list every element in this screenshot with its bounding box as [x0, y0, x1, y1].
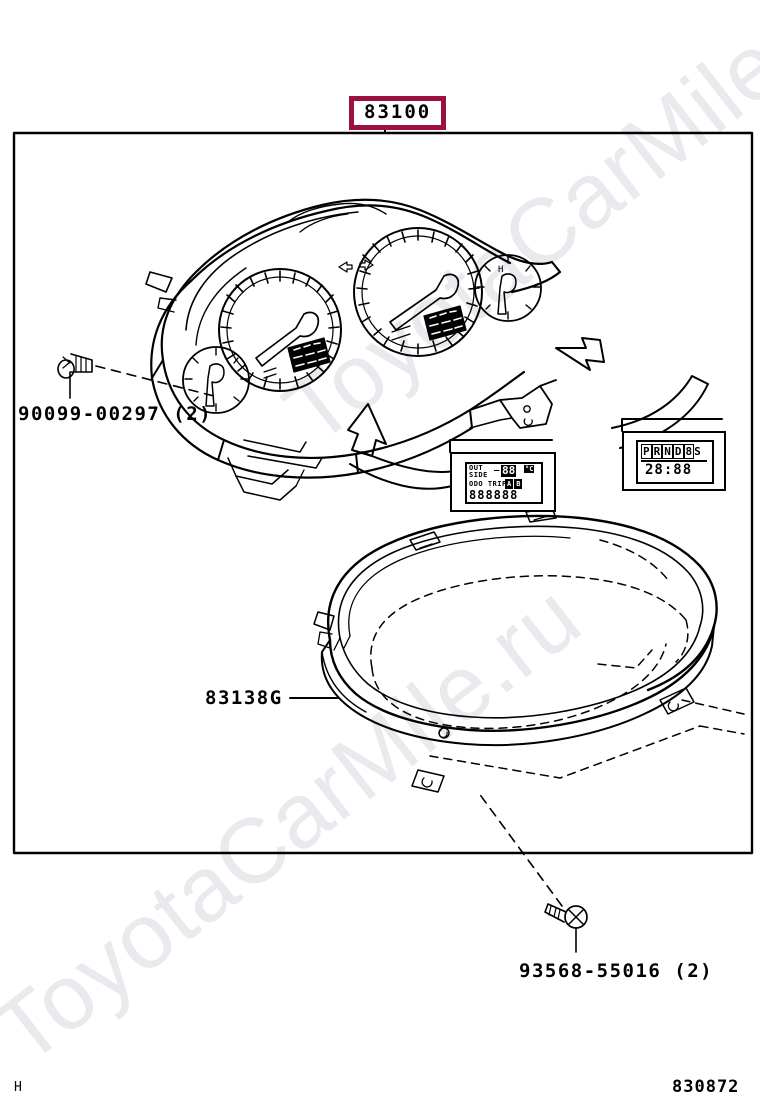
tachometer-gauge [353, 227, 483, 357]
lcd-label-trip: TRIP [487, 480, 507, 488]
lcd-label-side: SIDE [469, 471, 488, 479]
fuel-gauge [182, 346, 250, 414]
screw-upper-icon [57, 353, 93, 379]
lcd-temperature: 88 [501, 464, 517, 477]
lcd-label-odo: ODO [469, 480, 484, 488]
lcd-shift-divider [641, 460, 707, 462]
lcd-label-out: OUT [469, 464, 484, 472]
lcd-shift-n: N [662, 444, 673, 459]
screw-lower-icon [544, 903, 588, 929]
diagram-frame [12, 131, 754, 855]
temperature-gauge: H [474, 254, 542, 322]
part-number-label-90099-00297[interactable]: 90099-00297 (2) [18, 403, 213, 425]
lcd-shift-bracket [621, 418, 723, 432]
lcd-shift-p: P [641, 444, 652, 459]
leader-90099-dashed [95, 365, 215, 397]
leader-93568-dashed [477, 791, 563, 907]
lcd-label-odo-trip: ODO TRIP [469, 480, 507, 488]
part-number-label-93568-55016[interactable]: 93568-55016 (2) [519, 960, 714, 982]
svg-text:H: H [498, 265, 503, 275]
lcd-temp-unit: °C [524, 465, 535, 473]
part-number-badge-83100[interactable]: 83100 [349, 96, 447, 130]
sheet-code: H [14, 1080, 23, 1095]
cluster-assembly: H [145, 198, 562, 501]
speedometer-gauge [218, 268, 342, 392]
lcd-shift-s: S [694, 445, 701, 458]
part-number-label-83138G[interactable]: 83138G [205, 687, 283, 709]
lcd-trip-b: B [514, 479, 523, 489]
callout-arrow-left [347, 403, 461, 490]
lcd-shift-r: R [651, 444, 663, 459]
lcd-clock: 28:88 [645, 462, 693, 478]
lcd-shift-d: D [672, 444, 684, 459]
lcd-dash: – [494, 466, 500, 476]
lcd-odometer-digits: 888888 [469, 488, 519, 502]
meter-glass-case [313, 507, 745, 793]
lcd-trip-bracket [449, 439, 553, 453]
figure-number: 830872 [672, 1077, 740, 1097]
lcd-trip-a: A [505, 479, 514, 489]
lcd-shift-8: 8 [683, 444, 695, 459]
